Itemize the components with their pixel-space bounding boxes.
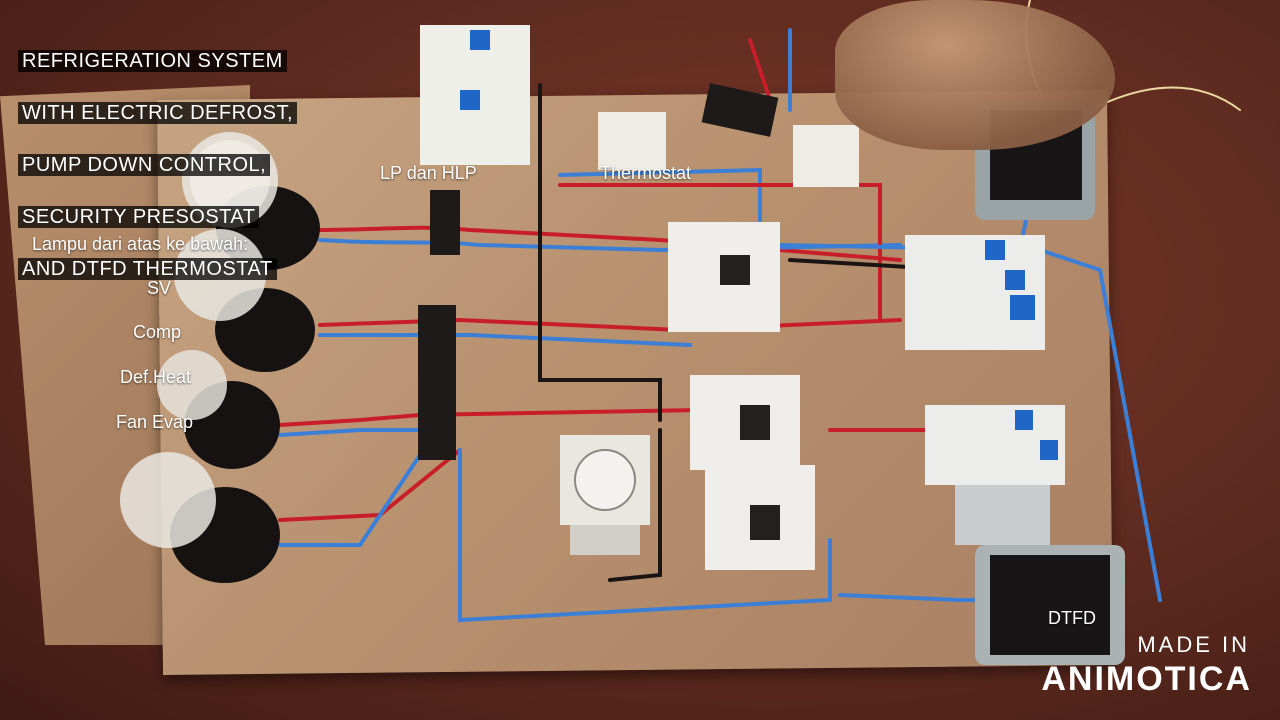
title-overlay: REFRIGERATION SYSTEM WITH ELECTRIC DEFRO… [18, 22, 298, 308]
contactor-bottom [705, 465, 815, 570]
label-comp: Comp [133, 322, 182, 342]
lamp-3 [157, 350, 280, 469]
label-thermostat: Thermostat [600, 163, 692, 183]
breaker-right-top [905, 235, 1045, 350]
breaker-lp-hlp [420, 25, 530, 165]
title-line-3: PUMP DOWN CONTROL, [18, 154, 271, 176]
lamp-2 [174, 229, 315, 372]
breaker-right-bottom [925, 405, 1065, 485]
label-fan-evap: Fan Evap [116, 412, 194, 432]
terminal-block-top [430, 190, 460, 255]
title-line-2: WITH ELECTRIC DEFROST, [18, 102, 298, 124]
terminal-block-upper-right [701, 83, 779, 137]
label-lp-hlp: LP dan HLP [380, 163, 477, 183]
contactor-middle [690, 375, 800, 470]
thermostat-1 [598, 112, 666, 170]
dtfd-thermostat-box [955, 485, 1125, 665]
title-line-4: SECURITY PRESOSTAT [18, 206, 260, 228]
label-sv: SV [147, 278, 172, 298]
contactor-top [668, 222, 780, 332]
label-lamps-heading: Lampu dari atas ke bawah: [32, 234, 249, 254]
label-dtfd: DTFD [1048, 608, 1096, 628]
timer-relay [560, 435, 650, 555]
title-line-1: REFRIGERATION SYSTEM [18, 50, 287, 72]
watermark-made-in: MADE IN [1137, 632, 1250, 657]
watermark-animotica: ANIMOTICA [1041, 660, 1252, 698]
thermostat-2 [793, 125, 859, 187]
lamp-4 [120, 452, 280, 583]
hand [835, 0, 1115, 150]
terminal-block-middle [418, 305, 456, 460]
label-def-heat: Def.Heat [120, 367, 192, 387]
title-line-5: AND DTFD THERMOSTAT [18, 258, 277, 280]
